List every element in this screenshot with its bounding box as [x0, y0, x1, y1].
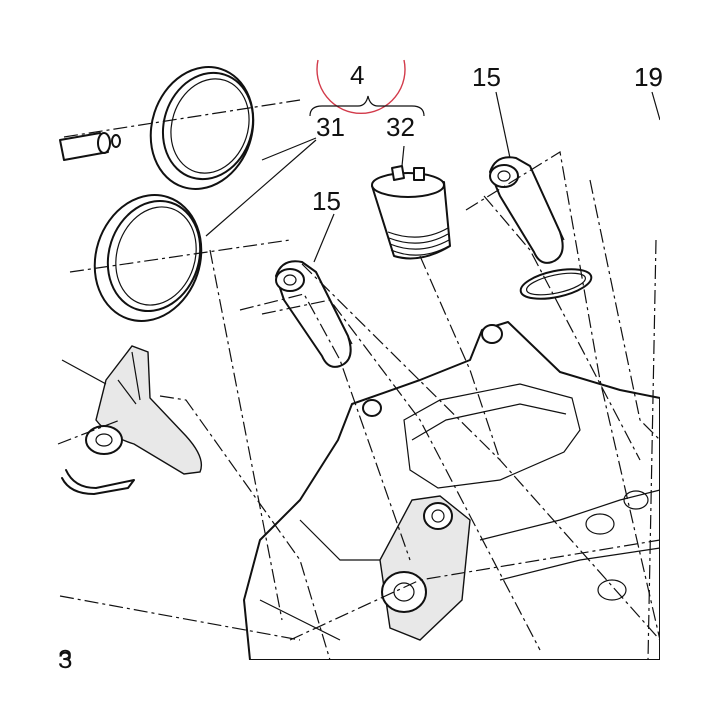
tappet-part[interactable]: [371, 145, 451, 260]
callout-19[interactable]: 19: [634, 62, 663, 92]
seal-ring-lower[interactable]: [79, 181, 217, 335]
callout-19-visible[interactable]: 19: [634, 62, 663, 92]
callout-3-visible[interactable]: 3: [58, 644, 72, 674]
highlight-circle[interactable]: [316, 59, 406, 114]
assembly-lines: [57, 99, 661, 661]
callout-15-right[interactable]: 15: [472, 62, 501, 92]
rocker-arm-right[interactable]: [489, 156, 565, 264]
leader-line-19: [651, 91, 661, 121]
callout-15-left[interactable]: 15: [312, 186, 341, 216]
rocker-arm-left[interactable]: [275, 260, 353, 368]
callout-32[interactable]: 32: [386, 112, 415, 142]
callout-4[interactable]: 4: [350, 60, 364, 90]
frame-mask-bottom: [0, 660, 720, 720]
frame-mask-right: [660, 0, 720, 720]
leader-line-15-right: [495, 91, 511, 159]
group-bracket: [309, 95, 425, 117]
leader-line-15-left: [313, 213, 335, 263]
pin-part[interactable]: [59, 132, 121, 161]
frame-mask-left: [0, 0, 56, 720]
shift-fork-part[interactable]: [61, 345, 203, 495]
seal-ring-upper[interactable]: [135, 54, 268, 203]
leader-line-31: [205, 137, 317, 237]
oval-seal[interactable]: [518, 264, 594, 304]
cylinder-head-body[interactable]: [243, 321, 661, 661]
callout-31[interactable]: 31: [316, 112, 345, 142]
leader-line-fork: [61, 359, 107, 385]
